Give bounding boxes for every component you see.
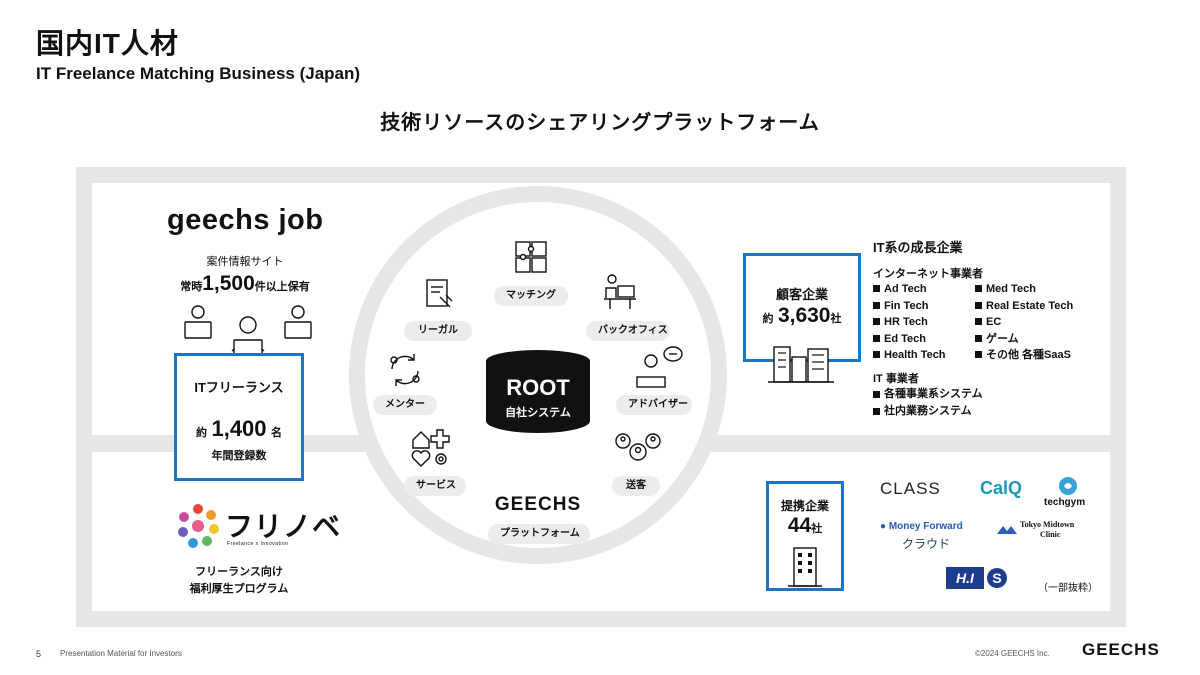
root-database-icon [486, 350, 590, 372]
freelance-count: 約 1,400 名 [174, 416, 304, 442]
freelance-prefix: 約 [196, 427, 208, 439]
pill-back-office: バックオフィス [586, 321, 670, 341]
customers-prefix: 約 [762, 313, 774, 325]
list-item: HR Tech [873, 314, 975, 331]
pill-matching: マッチング [494, 286, 568, 306]
freelance-unit: 名 [270, 427, 282, 439]
list-item: 各種事業系システム [873, 386, 983, 403]
referral-people-icon [615, 433, 661, 461]
office-building-icon [788, 547, 822, 587]
money-forward-cloud: クラウド [902, 537, 951, 551]
platform-label: プラットフォーム [488, 524, 590, 544]
customers-title: 顧客企業 [775, 287, 828, 302]
pill-mentor: メンター [373, 395, 437, 415]
root-title: ROOT [506, 375, 570, 400]
page-number: 5 [36, 649, 42, 659]
partners-value: 44 [787, 514, 812, 537]
list-item: Med Tech [975, 281, 1036, 298]
tokyo-midtown-logo: Tokyo Midtown [1020, 520, 1075, 529]
list-item: 社内業務システム [873, 403, 983, 420]
advisor-icon [636, 346, 683, 388]
partners-unit: 社 [811, 523, 823, 535]
it-list: 各種事業系システム 社内業務システム [873, 386, 983, 419]
list-item: Ad Tech [873, 281, 975, 298]
list-item: Fin Tech [873, 298, 975, 315]
buildings-icon [768, 346, 834, 383]
his-s-icon: S [987, 568, 1007, 588]
class-logo: CLASS [880, 479, 941, 498]
geechs-brand: GEECHS [494, 494, 582, 515]
furinobe-logo: フリノベ [225, 511, 342, 542]
furinobe-line2: 福利厚生プログラム [189, 583, 289, 595]
calq-logo: CalQ [980, 478, 1023, 498]
geechs-job-logo: geechs job [167, 204, 324, 236]
techgym-logo: techgym [1044, 497, 1086, 508]
desk-worker-icon [604, 274, 636, 309]
list-item: Real Estate Tech [975, 298, 1073, 315]
root-database-body [486, 361, 590, 433]
furinobe-line1: フリーランス向け [195, 566, 283, 578]
count-suffix: 件以上保有 [254, 281, 310, 293]
customers-value: 3,630 [777, 304, 831, 327]
list-item: EC [975, 314, 1001, 331]
list-item: その他 各種SaaS [975, 347, 1071, 364]
list-item: Ed Tech [873, 331, 975, 348]
his-logo: H.I [946, 567, 984, 589]
pill-referral: 送客 [612, 476, 660, 496]
furinobe-tagline: Freelance x Innovation [227, 541, 289, 547]
internet-title: インターネット事業者 [873, 268, 983, 280]
partners-title: 提携企業 [780, 499, 829, 513]
pill-service: サービス [404, 476, 466, 496]
freelance-title: ITフリーランス [194, 380, 284, 395]
count-value: 1,500 [202, 272, 255, 295]
customers-box [743, 253, 861, 362]
growth-title: IT系の成長企業 [873, 240, 963, 255]
page-title: 国内IT人材 [36, 28, 179, 59]
site-label: 案件情報サイト [206, 256, 284, 268]
it-title: IT 事業者 [873, 373, 919, 385]
furinobe-dots-icon [178, 504, 219, 548]
slide-headline: 技術リソースのシェアリングプラットフォーム [380, 112, 820, 134]
svg-text:S: S [992, 570, 1001, 586]
customers-unit: 社 [830, 313, 842, 325]
list-item: Health Tech [873, 347, 975, 364]
customers-count: 約 3,630社 [743, 304, 861, 328]
freelance-value: 1,400 [211, 416, 267, 441]
footer-text: Presentation Material for Investors [60, 649, 182, 658]
it-freelance-box [174, 353, 304, 481]
mentor-cycle-icon [390, 354, 420, 386]
copyright: ©2024 GEECHS Inc. [975, 649, 1050, 658]
list-item: ゲーム [975, 331, 1019, 348]
page-subtitle: IT Freelance Matching Business (Japan) [36, 64, 361, 83]
count-prefix: 常時 [180, 281, 203, 293]
excerpt-note: （一部抜粋） [1038, 583, 1098, 594]
techgym-brain-icon [1059, 477, 1077, 495]
listing-count: 常時1,500件以上保有 [167, 272, 323, 296]
legal-document-icon [426, 279, 453, 308]
pill-advisor: アドバイザー [616, 395, 692, 415]
pill-legal: リーガル [404, 321, 472, 341]
tokyo-midtown-icon [997, 526, 1017, 534]
services-icons [411, 429, 450, 467]
footer-logo: GEECHS [1082, 640, 1160, 659]
money-forward-logo: ● Money Forward [880, 521, 963, 532]
puzzle-icon [515, 241, 547, 273]
freelance-sub: 年間登録数 [211, 450, 267, 462]
tokyo-midtown-clinic: Clinic [1040, 530, 1061, 539]
root-subtitle: 自社システム [505, 407, 571, 419]
partners-count: 44社 [766, 514, 844, 538]
